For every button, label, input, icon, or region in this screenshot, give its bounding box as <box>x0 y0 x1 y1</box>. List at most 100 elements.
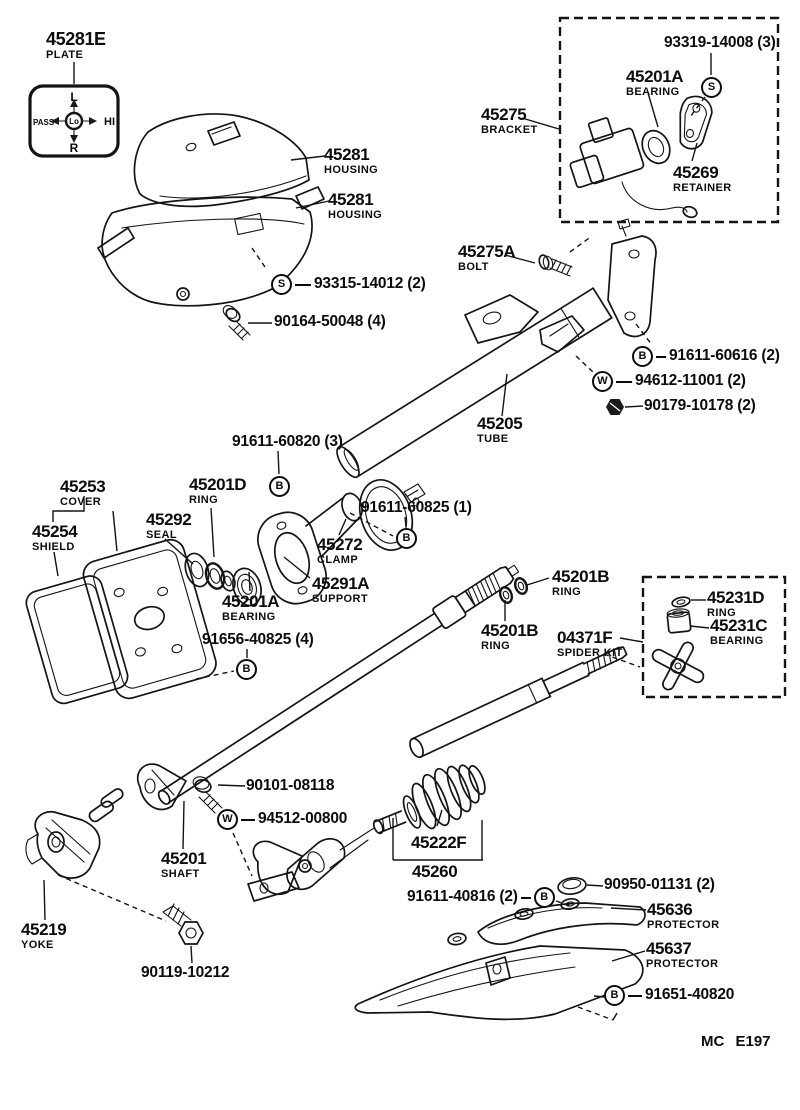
part-name: PROTECTOR <box>646 957 719 970</box>
part-number: 45281 <box>328 190 374 209</box>
spider-bearing-icon <box>666 608 692 634</box>
part-name: RING <box>552 585 582 598</box>
tube-mount-tab <box>464 294 539 344</box>
spider-kit-box <box>641 575 787 699</box>
part-name: BEARING <box>626 85 680 98</box>
callout-ring-45201b-lower: 45201B RING <box>481 621 539 652</box>
callout-retainer: 45269 RETAINER <box>673 164 732 194</box>
bolt-90119-icon <box>162 903 204 945</box>
stub-shaft <box>372 810 407 835</box>
tube-clamp-bracket <box>539 315 585 353</box>
leader-dash <box>628 994 642 997</box>
callout-bearing-45231c: 45231C BEARING <box>710 617 768 647</box>
part-name: PLATE <box>46 48 84 61</box>
protector-upper <box>477 902 646 945</box>
leader-dash <box>520 896 531 899</box>
callout-91611-60825: 91611-60825 (1) <box>361 499 472 516</box>
part-number: 45281 <box>324 145 370 164</box>
callout-housing-lower: 45281 HOUSING <box>328 191 382 221</box>
support-flange <box>257 492 363 605</box>
callout-91611-60616: B 91611-60616 (2) <box>632 346 780 367</box>
retainer-icon <box>679 95 713 150</box>
leader-dash <box>616 380 632 383</box>
part-number: 90164-50048 (4) <box>274 313 386 330</box>
callout-shaft: 45201 SHAFT <box>161 849 207 880</box>
spider-ring-icon <box>671 596 691 608</box>
part-name: COVER <box>60 495 102 508</box>
callout-93315: S 93315-14012 (2) <box>271 274 426 295</box>
protector-lower <box>354 945 644 1021</box>
diagram-code: MC E197 <box>701 1033 771 1050</box>
part-name: SHAFT <box>161 867 200 880</box>
part-name: CLAMP <box>317 553 359 566</box>
callout-45222f: 45222F <box>411 833 467 852</box>
washer-icon <box>220 570 236 592</box>
part-number: 91651-40820 <box>645 986 735 1004</box>
fastener-symbol-s: S <box>271 274 292 295</box>
part-name: YOKE <box>21 938 54 951</box>
part-name: SPIDER KIT <box>557 646 623 659</box>
part-name: BRACKET <box>481 123 538 136</box>
callout-support: 45291A SUPPORT <box>312 575 370 605</box>
part-name: BEARING <box>222 610 276 623</box>
part-number: 45201B <box>481 621 539 640</box>
part-number: 45637 <box>646 939 692 958</box>
boot-icon <box>402 764 486 830</box>
part-name: HOUSING <box>324 163 379 176</box>
part-number: 45253 <box>60 477 106 496</box>
fastener-symbol-w: W <box>592 371 613 392</box>
part-number: 90950-01131 (2) <box>604 876 715 893</box>
callout-protector-lower: 45637 PROTECTOR <box>646 940 718 970</box>
part-number: 45231D <box>707 588 765 607</box>
screw-90101-icon <box>192 776 223 814</box>
callout-bolt-45275a: 45275A BOLT <box>458 242 516 273</box>
callout-shield: 45254 SHIELD <box>32 522 78 553</box>
callout-90164: 90164-50048 (4) <box>274 313 386 330</box>
part-number: 45275A <box>458 242 516 261</box>
fastener-symbol-b: B <box>632 346 653 367</box>
screw-90164-icon <box>222 305 251 341</box>
shift-plate-icon: L R PASS HI Lo <box>28 84 120 158</box>
callout-90950: 90950-01131 (2) <box>604 876 715 893</box>
part-number: 45254 <box>32 522 78 541</box>
part-number: 45201D <box>189 475 247 494</box>
column-housing-upper <box>133 113 310 208</box>
callout-bracket: 45275 BRACKET <box>481 106 538 136</box>
part-number: 45275 <box>481 105 527 124</box>
plate-letter-center: Lo <box>69 117 79 126</box>
callout-spider-kit: 04371F SPIDER KIT <box>557 629 623 659</box>
intermediate-shaft <box>409 646 628 759</box>
callout-clamp: 45272 CLAMP <box>317 536 363 566</box>
bracket-assembly <box>569 95 713 219</box>
part-name: BOLT <box>458 260 489 273</box>
leader-dash <box>656 355 666 358</box>
fastener-symbol-b: B <box>396 528 417 549</box>
part-number: 45260 <box>412 862 458 881</box>
part-number: 45205 <box>477 414 523 433</box>
part-number: 45219 <box>21 920 67 939</box>
part-number: 94512-00800 <box>258 810 348 828</box>
part-number: 91656-40825 (4) <box>202 631 314 648</box>
part-number: 45292 <box>146 510 192 529</box>
callout-ring-45201b-upper: 45201B RING <box>552 568 610 598</box>
part-number: 91611-60825 (1) <box>361 499 472 516</box>
dashed-leader-lines <box>57 96 706 1021</box>
part-number: 45281E <box>46 29 106 49</box>
fastener-symbol-w: W <box>217 809 238 830</box>
ring-45201b-icons <box>498 577 529 604</box>
part-number: 45201 <box>161 849 207 868</box>
callout-protector-upper: 45636 PROTECTOR <box>647 901 719 931</box>
callout-91656: 91656-40825 (4) <box>202 631 314 648</box>
fastener-symbol-s: S <box>701 77 722 98</box>
part-number: 45269 <box>673 163 719 182</box>
leader-lines <box>43 53 712 998</box>
cover-plate <box>82 538 217 700</box>
part-name: RETAINER <box>673 181 732 194</box>
part-number: 45201A <box>626 67 684 86</box>
part-number: 90179-10178 (2) <box>644 397 756 414</box>
callout-94512: W 94512-00800 <box>217 809 347 830</box>
part-number: 45222F <box>411 833 467 852</box>
callout-plate: 45281E PLATE <box>46 30 106 61</box>
